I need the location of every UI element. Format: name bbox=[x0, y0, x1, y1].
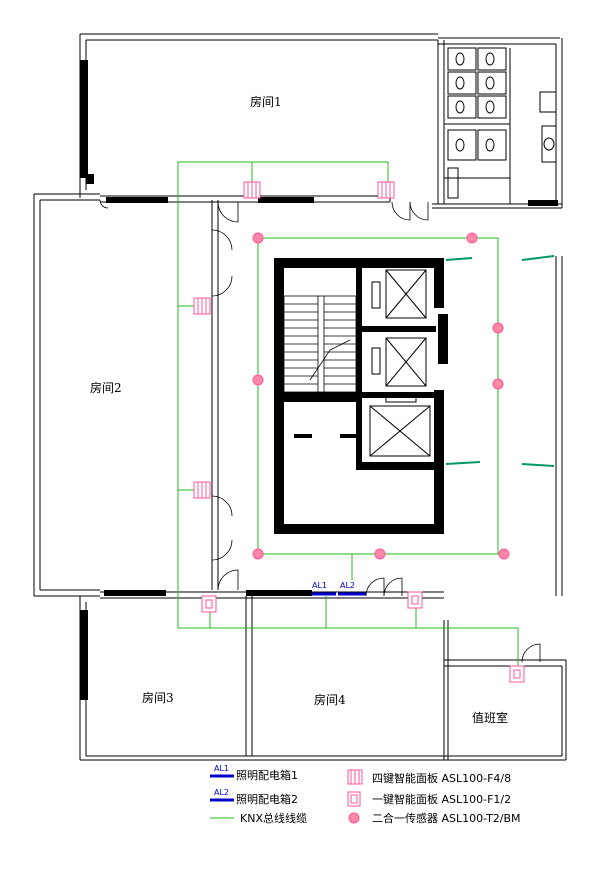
sensor bbox=[374, 548, 386, 560]
room3-label: 房间3 bbox=[142, 690, 174, 705]
four-key-panel bbox=[377, 181, 395, 199]
duty-room-label: 值班室 bbox=[472, 710, 508, 725]
doors bbox=[99, 199, 541, 663]
one-key-panel bbox=[509, 665, 525, 683]
al2-label: AL2 bbox=[340, 581, 355, 590]
restroom-fixtures bbox=[447, 47, 557, 199]
legend-al1-tag: AL1 bbox=[214, 764, 229, 773]
staircase bbox=[283, 295, 357, 393]
one-key-panels bbox=[201, 591, 525, 683]
legend-al1-desc: 照明配电箱1 bbox=[236, 768, 298, 782]
windows bbox=[445, 255, 555, 467]
room1-label: 房间1 bbox=[250, 94, 282, 109]
four-key-panel bbox=[193, 297, 211, 315]
sensor bbox=[498, 548, 510, 560]
room2-label: 房间2 bbox=[90, 380, 122, 395]
sensors bbox=[252, 232, 510, 560]
al1-label: AL1 bbox=[312, 581, 327, 590]
sensor bbox=[492, 322, 504, 334]
legend-al2-desc: 照明配电箱2 bbox=[236, 792, 298, 806]
legend-one-key-desc: 一键智能面板 ASL100-F1/2 bbox=[372, 792, 511, 806]
legend-knx-desc: KNX总线线缆 bbox=[240, 811, 307, 825]
four-key-panels bbox=[193, 181, 395, 499]
legend-sensor-desc: 二合一传感器 ASL100-T2/BM bbox=[372, 811, 521, 825]
one-key-panel bbox=[201, 595, 217, 613]
sensor bbox=[492, 378, 504, 390]
four-key-panel bbox=[243, 181, 261, 199]
legend-al2-tag: AL2 bbox=[214, 788, 229, 797]
sensor bbox=[252, 232, 264, 244]
room4-label: 房间4 bbox=[314, 692, 346, 707]
legend-four-key-desc: 四键智能面板 ASL100-F4/8 bbox=[372, 771, 511, 785]
distribution-boxes: AL1 AL2 bbox=[312, 581, 366, 596]
elevators bbox=[369, 269, 431, 457]
solid-walls bbox=[80, 60, 558, 700]
sensor bbox=[252, 374, 264, 386]
one-key-panel bbox=[407, 591, 423, 609]
legend: AL1 照明配电箱1 AL2 照明配电箱2 KNX总线线缆 四键智能面板 ASL… bbox=[210, 764, 521, 825]
sensor bbox=[466, 232, 478, 244]
four-key-panel bbox=[193, 481, 211, 499]
sensor bbox=[252, 548, 264, 560]
